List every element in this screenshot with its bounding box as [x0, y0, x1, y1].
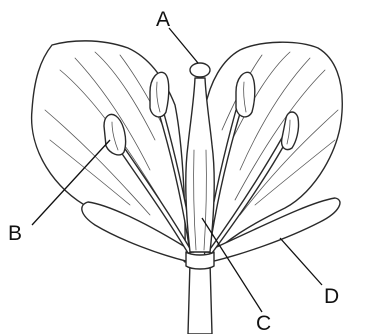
label-a: A	[156, 8, 170, 31]
label-a-group: A	[156, 8, 198, 63]
receptacle	[186, 252, 214, 269]
label-c: C	[256, 312, 271, 334]
label-d-group: D	[280, 238, 339, 308]
label-b: B	[8, 222, 22, 245]
flower-stalk	[188, 262, 212, 334]
leader-line-d	[280, 238, 322, 285]
leader-line-a	[169, 28, 198, 63]
label-d: D	[324, 285, 339, 308]
